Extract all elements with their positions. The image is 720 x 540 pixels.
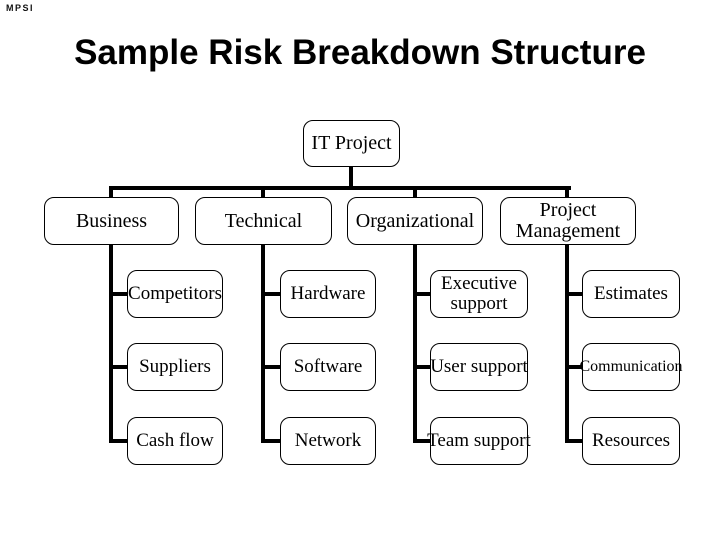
node-communication: Communication: [579, 343, 683, 391]
connector-spine-technical: [261, 245, 265, 443]
node-resources: Resources: [582, 417, 680, 465]
mpsi-logo: MPSI: [6, 3, 35, 13]
connector-branch-rail: [109, 186, 571, 190]
connector-spine-organizational: [413, 245, 417, 443]
connector-leaf-user-support: [413, 365, 432, 369]
connector-stub-business: [109, 188, 113, 199]
node-team-support: Team support: [427, 417, 531, 465]
connector-leaf-executive-support: [413, 292, 432, 296]
node-suppliers: Suppliers: [127, 343, 223, 391]
connector-stub-organizational: [413, 188, 417, 199]
connector-leaf-competitors: [109, 292, 129, 296]
node-cash-flow: Cash flow: [127, 417, 223, 465]
connector-leaf-communication: [565, 365, 584, 369]
node-it-project: IT Project: [303, 120, 400, 167]
node-user-support: User support: [430, 343, 528, 391]
connector-leaf-network: [261, 439, 282, 443]
node-technical: Technical: [195, 197, 332, 245]
node-competitors: Competitors: [127, 270, 223, 318]
connector-spine-business: [109, 245, 113, 443]
connector-leaf-software: [261, 365, 282, 369]
connector-stub-technical: [261, 188, 265, 199]
connector-leaf-estimates: [565, 292, 584, 296]
connector-leaf-hardware: [261, 292, 282, 296]
node-hardware: Hardware: [280, 270, 376, 318]
connector-leaf-resources: [565, 439, 584, 443]
node-project-management: Project Management: [500, 197, 636, 245]
node-network: Network: [280, 417, 376, 465]
connector-leaf-suppliers: [109, 365, 129, 369]
node-estimates: Estimates: [582, 270, 680, 318]
node-executive-support: Executive support: [430, 270, 528, 318]
node-organizational: Organizational: [347, 197, 483, 245]
connector-spine-project-management: [565, 245, 569, 443]
connector-leaf-team-support: [413, 439, 432, 443]
connector-root-stem: [349, 167, 353, 189]
connector-leaf-cash-flow: [109, 439, 129, 443]
node-business: Business: [44, 197, 179, 245]
node-software: Software: [280, 343, 376, 391]
slide-title: Sample Risk Breakdown Structure: [74, 33, 646, 72]
connector-stub-project-management: [565, 188, 569, 199]
